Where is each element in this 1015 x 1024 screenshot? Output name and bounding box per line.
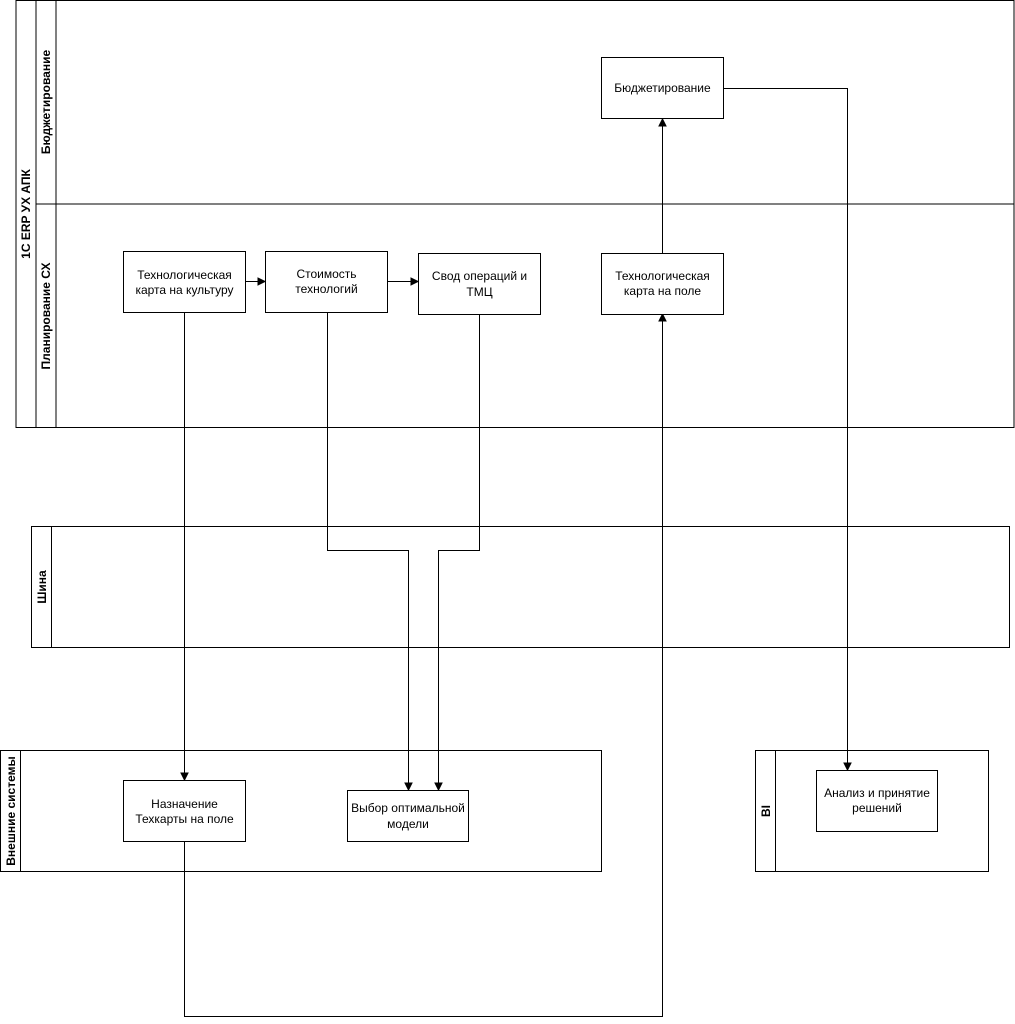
bi-pool-label: BI (759, 805, 773, 817)
arrowhead (658, 117, 667, 127)
edge-budget-to-analysis (724, 88, 848, 763)
arrowhead (257, 277, 267, 286)
node-tech-cost-line2: технологий (295, 282, 357, 296)
arrowhead (410, 277, 420, 286)
node-choose-model: Выбор оптимальной модели (347, 790, 469, 842)
erp-pool: 1С ERP УХ АПК Бюджетирование Планировани… (15, 0, 1015, 428)
node-assign-card-line2: Техкарты на поле (135, 812, 234, 826)
node-tech-card-field-line1: Технологическая (615, 269, 710, 283)
node-choose-model-line1: Выбор оптимальной (351, 801, 465, 815)
node-tech-cost: Стоимость технологий (265, 251, 388, 313)
edge-assign-to-field (184, 321, 663, 1017)
node-budgeting-text: Бюджетирование (614, 81, 711, 95)
node-tech-card-crop-line2: карта на культуру (135, 283, 233, 297)
connectors (180, 88, 852, 1017)
node-analysis: Анализ и принятие решений (816, 770, 938, 832)
node-assign-card-line1: Назначение (151, 797, 218, 811)
node-tech-card-crop: Технологическая карта на культуру (123, 251, 246, 313)
external-pool: Внешние системы (0, 750, 602, 872)
node-tech-card-crop-line1: Технологическая (137, 268, 232, 282)
node-ops-summary-line1: Свод операций и (432, 269, 527, 283)
node-tech-cost-line1: Стоимость (296, 267, 356, 281)
arrowhead (843, 762, 852, 772)
node-analysis-line2: решений (852, 801, 902, 815)
edge-cost-to-model (327, 312, 409, 783)
arrowhead (180, 772, 189, 782)
node-analysis-line1: Анализ и принятие (824, 786, 930, 800)
node-ops-summary: Свод операций и ТМЦ (418, 253, 541, 315)
node-assign-card: Назначение Техкарты на поле (123, 780, 246, 842)
external-pool-label: Внешние системы (4, 756, 18, 865)
node-ops-summary-line2: ТМЦ (466, 285, 492, 299)
arrowhead (434, 782, 443, 792)
erp-pool-label: 1С ERP УХ АПК (19, 168, 33, 258)
arrowhead (404, 782, 413, 792)
node-choose-model-line2: модели (387, 817, 429, 831)
node-tech-card-field-line2: карта на поле (624, 284, 702, 298)
node-tech-card-field: Технологическая карта на поле (601, 253, 724, 315)
lane-planning-label: Планирование СХ (39, 263, 53, 370)
bus-pool: Шина (31, 526, 1010, 648)
arrowhead (658, 312, 667, 322)
edge-ops-to-model (438, 314, 480, 783)
node-budgeting: Бюджетирование (601, 57, 724, 119)
bus-pool-label: Шина (35, 570, 49, 604)
lane-budget-label: Бюджетирование (39, 50, 53, 155)
